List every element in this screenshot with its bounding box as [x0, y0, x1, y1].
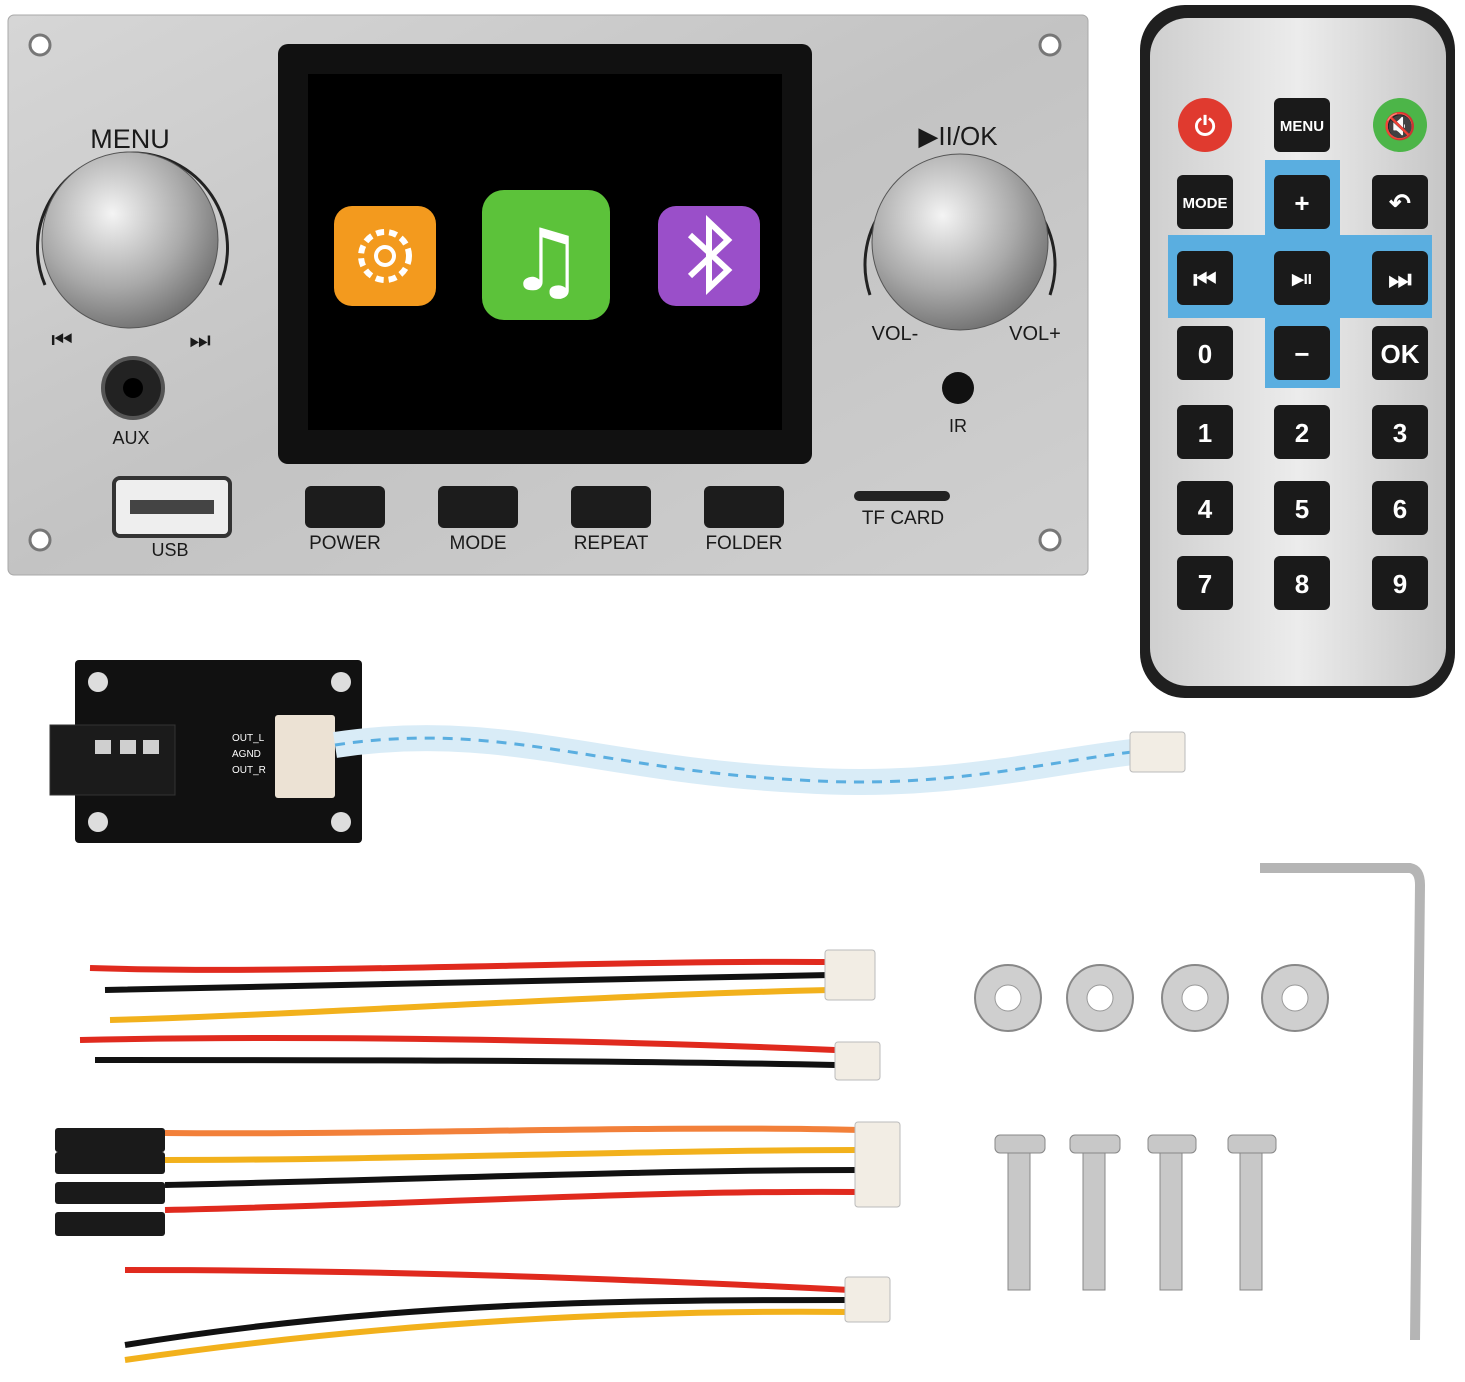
tf-card-label: TF CARD	[862, 508, 944, 529]
power-button[interactable]	[305, 486, 385, 528]
remote-key-label: 🔇	[1384, 111, 1416, 141]
wire-harnesses	[79, 958, 861, 1363]
aux-label: AUX	[112, 428, 149, 448]
pin-label-out-r: OUT_R	[232, 765, 266, 776]
vol-plus-label: VOL+	[1009, 323, 1061, 345]
remote-key-0[interactable]: 0	[1177, 326, 1233, 380]
remote-key-2[interactable]: 2	[1274, 405, 1330, 459]
gear-icon	[358, 229, 412, 283]
mode-button-label: MODE	[450, 533, 507, 554]
remote-key-vol-down[interactable]: −	[1274, 326, 1330, 380]
remote-key-label: ⏭	[1388, 264, 1412, 294]
remote-key-7[interactable]: 7	[1177, 556, 1233, 610]
remote-key-8[interactable]: 8	[1274, 556, 1330, 610]
volume-knob[interactable]	[863, 153, 1057, 331]
menu-knob-label: MENU	[90, 124, 170, 154]
audio-output-board: OUT_L AGND OUT_R	[49, 660, 362, 843]
remote-key-label: 3	[1393, 418, 1407, 448]
ir-receiver	[942, 372, 974, 404]
dupont-connectors	[55, 1128, 165, 1236]
remote-key-label: 9	[1393, 569, 1407, 599]
folder-button[interactable]	[704, 486, 784, 528]
remote-key-label: 8	[1295, 569, 1309, 599]
remote-key-mode[interactable]: MODE	[1177, 175, 1233, 229]
repeat-button-label: REPEAT	[574, 533, 649, 554]
bluetooth-icon	[687, 215, 733, 295]
remote-key-label: 1	[1198, 418, 1212, 448]
remote-key-9[interactable]: 9	[1372, 556, 1428, 610]
remote-control: ⏻ MENU 🔇 MODE + ↶ ⏮ ▶II ⏭ 0 − OK 1 2 3 4 5 6 7 8 9	[1140, 5, 1455, 698]
remote-key-next[interactable]: ⏭	[1372, 251, 1428, 305]
remote-key-ok[interactable]: OK	[1372, 326, 1428, 380]
pin-label-agnd: AGND	[232, 749, 261, 760]
pin-label-out-l: OUT_L	[232, 733, 265, 744]
next-track-icon: ⏭	[189, 327, 211, 354]
remote-key-menu[interactable]: MENU	[1274, 98, 1330, 152]
tf-card-slot[interactable]	[854, 491, 950, 501]
front-panel: ♫ MENU ⏮ ⏭ ▶II/OK VOL- VOL+ AUX IR USB	[7, 14, 1089, 576]
allen-key	[1260, 863, 1426, 1341]
remote-key-play-pause[interactable]: ▶II	[1274, 251, 1330, 305]
remote-key-power[interactable]: ⏻	[1178, 98, 1232, 152]
nuts	[974, 964, 1329, 1032]
music-app-icon[interactable]: ♫	[482, 190, 610, 320]
music-note-icon: ♫	[507, 211, 584, 311]
mode-button[interactable]	[438, 486, 518, 528]
vol-minus-label: VOL-	[872, 323, 919, 345]
remote-key-back[interactable]: ↶	[1372, 175, 1428, 229]
remote-key-label: ▶II	[1291, 271, 1312, 288]
remote-key-3[interactable]: 3	[1372, 405, 1428, 459]
remote-key-mute[interactable]: 🔇	[1373, 98, 1427, 152]
remote-key-label: 5	[1295, 494, 1309, 524]
remote-key-label: 6	[1393, 494, 1407, 524]
audio-jack-icon	[49, 724, 176, 796]
remote-key-label: MODE	[1183, 195, 1228, 212]
audio-cable	[333, 725, 1152, 795]
remote-key-prev[interactable]: ⏮	[1177, 251, 1233, 305]
remote-key-label: 7	[1198, 569, 1212, 599]
screws	[994, 1134, 1277, 1291]
remote-key-5[interactable]: 5	[1274, 481, 1330, 535]
remote-key-label: ⏮	[1193, 264, 1216, 294]
power-button-label: POWER	[309, 533, 381, 554]
remote-key-1[interactable]: 1	[1177, 405, 1233, 459]
remote-key-label: 0	[1198, 339, 1212, 369]
usb-label: USB	[151, 540, 188, 560]
prev-track-icon: ⏮	[51, 327, 73, 354]
ir-label: IR	[949, 416, 967, 436]
remote-key-label: 2	[1295, 418, 1309, 448]
remote-key-label: −	[1294, 339, 1309, 369]
bluetooth-app-icon[interactable]	[658, 206, 760, 306]
remote-key-6[interactable]: 6	[1372, 481, 1428, 535]
menu-knob[interactable]	[36, 151, 229, 329]
remote-key-4[interactable]: 4	[1177, 481, 1233, 535]
repeat-button[interactable]	[571, 486, 651, 528]
remote-key-vol-up[interactable]: +	[1274, 175, 1330, 229]
cable-connector	[1129, 731, 1186, 773]
remote-key-label: 4	[1198, 494, 1213, 524]
wire-connectors	[824, 949, 901, 1323]
settings-app-icon[interactable]	[334, 206, 436, 306]
remote-key-label: OK	[1381, 339, 1420, 369]
remote-key-label: MENU	[1280, 118, 1324, 135]
remote-key-label: ⏻	[1195, 111, 1216, 141]
mount-hole-icon	[28, 33, 1062, 552]
remote-key-label: ↶	[1388, 188, 1411, 218]
remote-key-label: +	[1294, 188, 1309, 218]
folder-button-label: FOLDER	[705, 533, 782, 554]
play-ok-label: ▶II/OK	[918, 121, 998, 151]
